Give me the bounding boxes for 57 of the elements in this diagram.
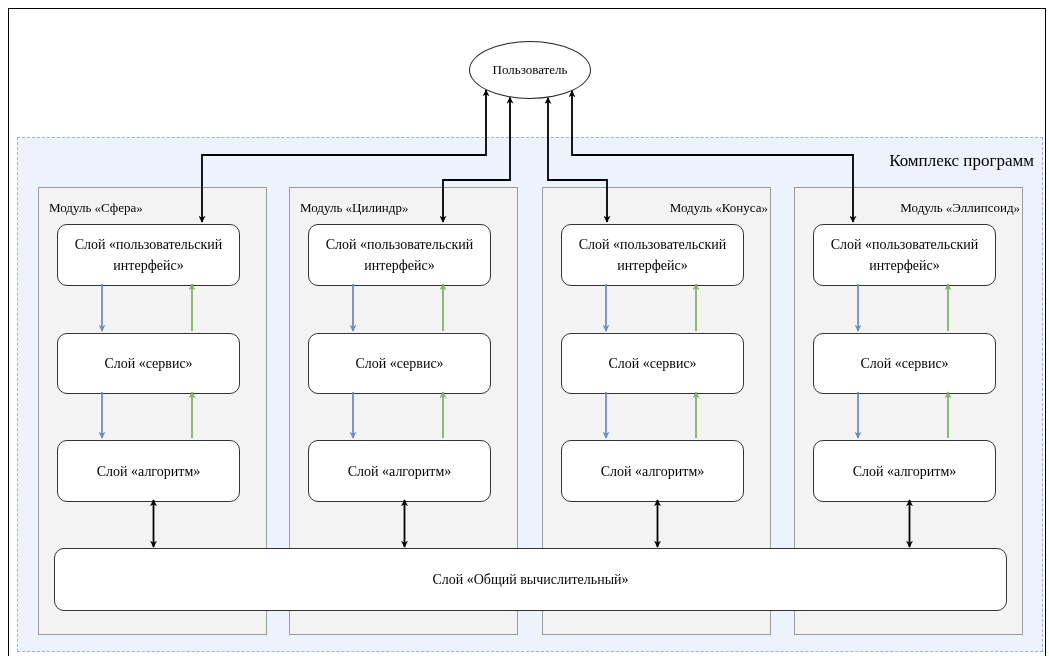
arrow [349,283,357,332]
arrow [692,283,700,332]
arrow [349,391,357,439]
node-label: Слой «пользовательский интерфейс» [577,236,728,275]
arrow [401,499,408,548]
arrow [188,391,196,439]
layer-box [813,440,996,502]
node-label: Слой «пользовательский интерфейс» [829,236,980,275]
arrow [906,499,913,548]
arrow [654,499,661,548]
arrow [944,391,952,439]
node-label: Комплекс программ [889,151,1034,170]
arrow [944,283,952,332]
layer-box [308,440,491,502]
layer-box [308,333,491,394]
node-label: Слой «алгоритм» [347,462,452,481]
layer-box [561,224,744,286]
arrow [198,89,490,223]
layer-box [561,333,744,394]
node-label: Слой «Общий вычислительный» [432,571,629,589]
arrow [439,283,447,332]
arrow [544,96,611,223]
arrow [854,283,862,332]
node-label: Модуль «Эллипсоид» [900,200,1020,215]
arrow [98,391,106,439]
arrow [188,283,196,332]
node-label: Модуль «Цилиндр» [300,200,409,215]
arrow [854,391,862,439]
node-label: Слой «сервис» [860,355,949,373]
node-label: Слой «сервис» [608,355,697,373]
system-container [17,137,1043,652]
layer-box [561,440,744,502]
arrow [568,90,857,223]
arrow [602,391,610,439]
node-label: Модуль «Сфера» [49,200,143,215]
node-label: Слой «алгоритм» [96,462,201,481]
node-label: Слой «сервис» [104,355,193,373]
arrow [98,283,106,332]
layer-box [57,224,240,286]
layer-box [813,333,996,394]
arrow [692,391,700,439]
node-label: Слой «алгоритм» [600,462,705,481]
node-label: Слой «пользовательский интерфейс» [73,236,224,275]
layer-box [308,224,491,286]
node-label: Слой «сервис» [355,355,444,373]
arrow [602,283,610,332]
arrow [439,391,447,439]
arrow [150,499,157,548]
layer-box [57,333,240,394]
arrow [439,96,514,223]
node-label: Слой «пользовательский интерфейс» [324,236,475,275]
layer-box [813,224,996,286]
node-label: Модуль «Конуса» [669,200,768,215]
node-label: Слой «алгоритм» [852,462,957,481]
layer-box [57,440,240,502]
node-label: Пользователь [492,61,568,80]
layer-box [54,548,1007,611]
